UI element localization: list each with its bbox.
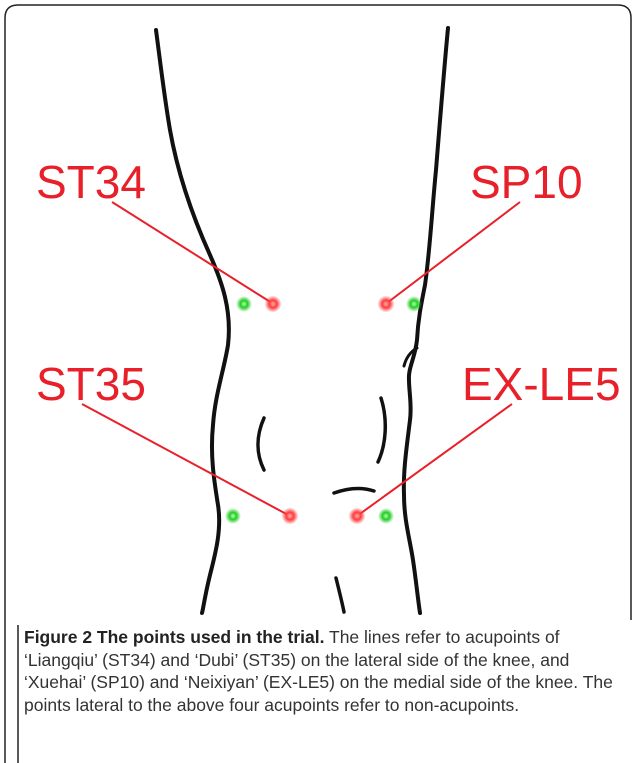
non-acupoint-dot-st35 [225, 508, 241, 524]
kneecap-contour-right [378, 398, 385, 462]
st34-leader-line [112, 202, 272, 303]
label-st35: ST35 [36, 358, 146, 410]
caption-title: Figure 2 The points used in the trial. [24, 627, 324, 647]
acupoint-dot-st34 [265, 296, 282, 313]
sp10-leader-line [387, 202, 520, 303]
leg-outline-right [404, 28, 448, 613]
figure-caption: Figure 2 The points used in the trial. T… [24, 626, 614, 716]
kneecap-contour-lower [334, 489, 374, 493]
acupoint-dot-st35 [282, 508, 299, 525]
label-st34: ST34 [36, 156, 146, 208]
non-acupoint-dot-sp10 [406, 296, 422, 312]
non-acupoint-dot-exle5 [378, 508, 394, 524]
label-exle5: EX-LE5 [462, 358, 621, 410]
non-acupoint-dot-st34 [236, 296, 252, 312]
acupoint-dot-sp10 [378, 296, 395, 313]
leg-outline-left [156, 30, 229, 613]
acupoint-dot-exle5 [349, 508, 366, 525]
kneecap-contour-left [258, 418, 264, 470]
label-sp10: SP10 [470, 156, 583, 208]
shin-contour [336, 578, 344, 612]
